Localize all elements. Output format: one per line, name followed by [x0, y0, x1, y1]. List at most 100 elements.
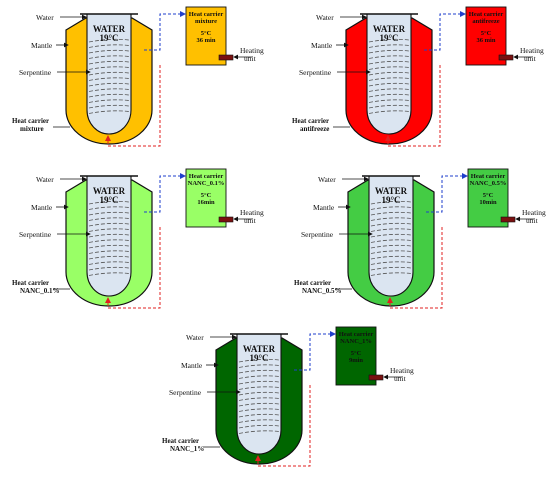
box-carrier-name: NANC_0.1% — [188, 180, 225, 187]
box-time: 36 min — [197, 37, 216, 44]
coil-turn — [238, 380, 280, 385]
coil-turn — [88, 222, 130, 227]
serpentine-label: Serpentine — [299, 68, 332, 77]
coil-turn — [88, 38, 130, 43]
unit-label: unit — [394, 374, 407, 383]
coil-turn — [238, 358, 280, 363]
coil-turn — [368, 60, 410, 65]
coil-turn — [88, 55, 130, 59]
heat-carrier-name: mixture — [20, 125, 44, 133]
return-line — [105, 227, 161, 309]
coil-turn — [88, 110, 130, 114]
coil-turn — [370, 272, 412, 276]
coil-turn — [88, 60, 130, 65]
box-time: 9min — [349, 357, 363, 364]
box-heat-carrier: Heat carrier — [471, 173, 506, 180]
box-heat-carrier: Heat carrier — [189, 173, 224, 180]
supply-line — [144, 173, 186, 213]
tank-title: WATER — [93, 24, 126, 34]
coil-turn — [88, 99, 130, 103]
serpentine-label: Serpentine — [19, 230, 52, 239]
coil-turn — [238, 375, 280, 379]
serpentine-coil — [88, 38, 130, 114]
coil-turn — [370, 228, 412, 232]
coil-turn — [370, 244, 412, 249]
mantle-label: Mantle — [31, 41, 53, 50]
tank-temperature: 19°C — [379, 33, 398, 43]
serpentine-coil — [368, 38, 410, 114]
heat-carrier-label: Heat carrier — [12, 279, 49, 287]
water-vessel — [86, 175, 132, 297]
coil-turn — [368, 104, 410, 109]
coil-turn — [368, 82, 410, 87]
box-time: 16min — [197, 199, 215, 206]
coil-turn — [88, 250, 130, 254]
return-line — [105, 65, 161, 147]
serpentine-label: Serpentine — [301, 230, 334, 239]
coil-turn — [368, 77, 410, 81]
return-line — [385, 65, 441, 147]
water-label: Water — [36, 13, 54, 22]
coil-turn — [88, 239, 130, 243]
coil-turn — [88, 206, 130, 210]
supply-line — [424, 11, 466, 51]
mantle-label: Mantle — [311, 41, 333, 50]
tank-title: WATER — [373, 24, 406, 34]
tank-title: WATER — [375, 186, 408, 196]
coil-turn — [368, 44, 410, 48]
mantle-label: Mantle — [181, 361, 203, 370]
coil-turn — [88, 211, 130, 216]
unit-label: unit — [524, 54, 537, 63]
box-temperature: 5°C — [201, 192, 212, 199]
heat-carrier-label: Heat carrier — [162, 437, 199, 445]
box-temperature: 5°C — [483, 192, 494, 199]
coil-turn — [370, 222, 412, 227]
unit-label: unit — [244, 54, 257, 63]
heat-carrier-name: NANC_0.1% — [20, 287, 59, 295]
coil-turn — [88, 255, 130, 260]
mantle-label: Mantle — [31, 203, 53, 212]
water-vessel — [366, 13, 412, 135]
heater-element — [218, 54, 234, 61]
coil-turn — [368, 38, 410, 43]
coil-turn — [370, 211, 412, 216]
heat-carrier-name: NANC_1% — [170, 445, 204, 453]
box-heat-carrier: Heat carrier — [189, 11, 224, 18]
tank-title: WATER — [243, 344, 276, 354]
coil-turn — [88, 77, 130, 81]
box-carrier-name: NANC_0.5% — [470, 180, 507, 187]
return-line — [255, 385, 311, 467]
coil-turn — [368, 99, 410, 103]
heating-label: Heating — [240, 46, 264, 55]
box-carrier-name: antifreeze — [472, 18, 499, 25]
coil-turn — [368, 71, 410, 76]
coil-turn — [238, 369, 280, 374]
coil-turn — [88, 82, 130, 87]
coil-turn — [368, 66, 410, 70]
heat-carrier-name: antifreeze — [300, 125, 329, 133]
unit-label: unit — [244, 216, 257, 225]
coil-turn — [238, 391, 280, 396]
coil-turn — [238, 419, 280, 423]
water-vessel — [86, 13, 132, 135]
serpentine-coil — [88, 200, 130, 276]
box-temperature: 5°C — [201, 30, 212, 37]
tank-title: WATER — [93, 186, 126, 196]
heating-label: Heating — [390, 366, 414, 375]
water-label: Water — [36, 175, 54, 184]
coil-turn — [88, 93, 130, 98]
heating-label: Heating — [522, 208, 546, 217]
coil-turn — [238, 364, 280, 368]
heater-element — [498, 54, 514, 61]
heater-element — [218, 216, 234, 223]
coil-turn — [88, 228, 130, 232]
water-vessel — [236, 333, 282, 455]
coil-turn — [370, 217, 412, 221]
coil-turn — [368, 55, 410, 59]
supply-line — [294, 331, 336, 371]
coil-turn — [238, 430, 280, 434]
